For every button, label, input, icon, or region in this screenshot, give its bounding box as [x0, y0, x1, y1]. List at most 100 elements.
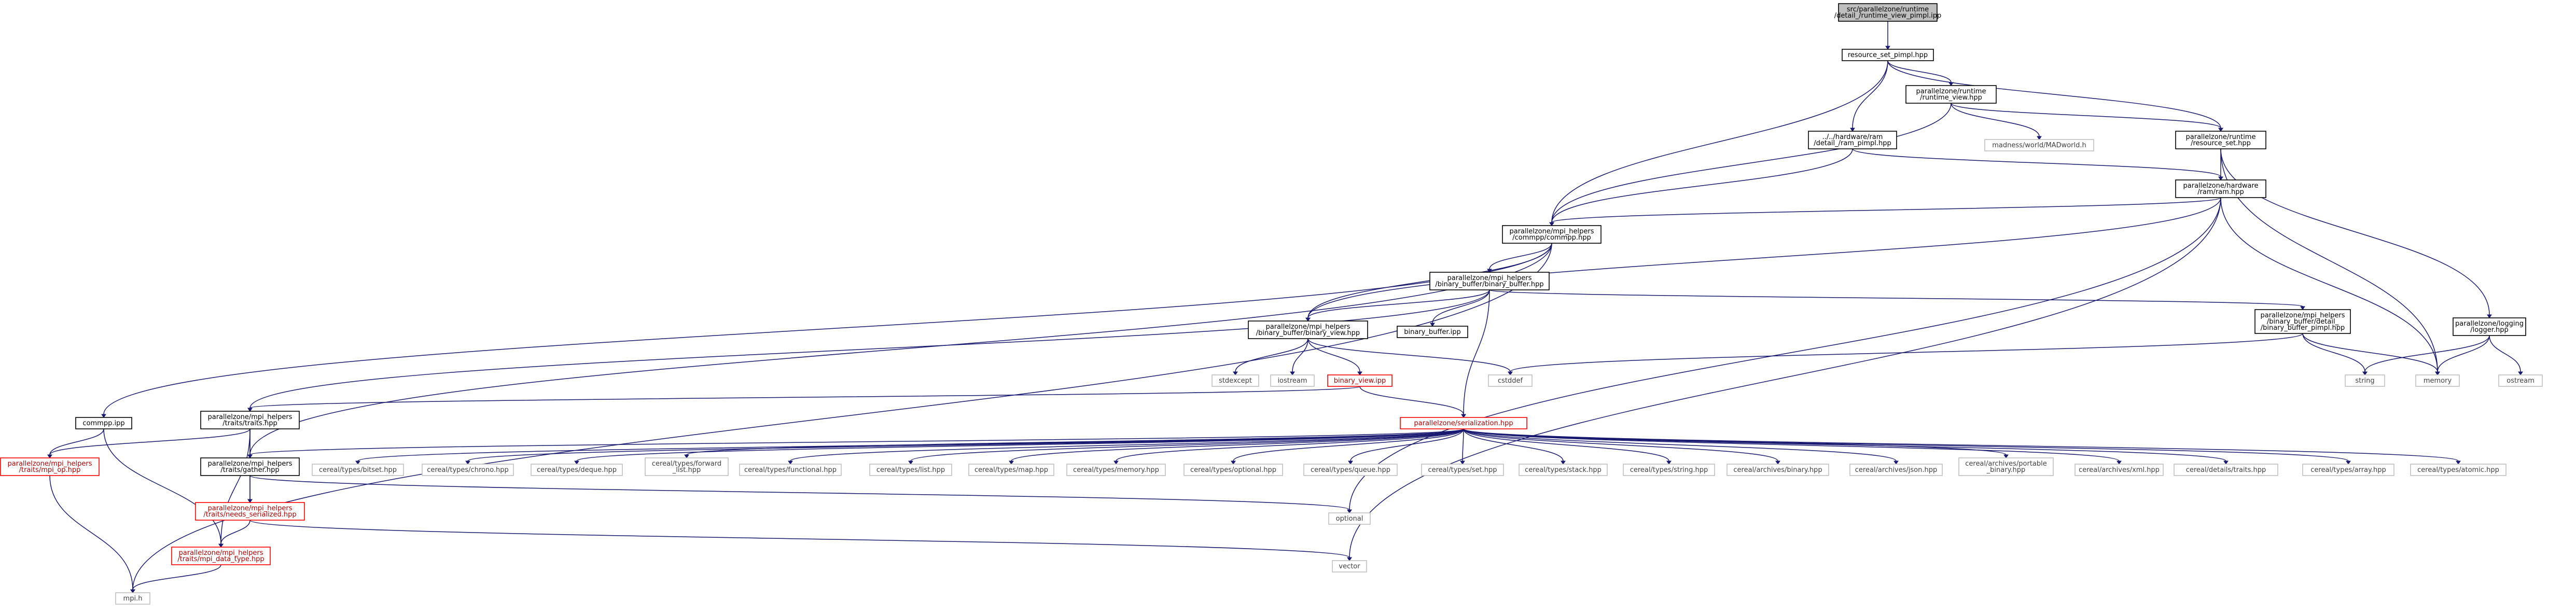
node-mpi-h[interactable]: mpi.h — [115, 592, 150, 605]
edge-gather-to-needs_serialized — [247, 476, 253, 503]
node-box — [422, 464, 514, 476]
node-box — [531, 464, 623, 476]
node-box — [1421, 464, 1504, 476]
node-c-chrono[interactable]: cereal/types/chrono.hpp — [422, 464, 514, 476]
edge-line — [2220, 197, 2438, 372]
edge-resource_set-to-logger — [2220, 148, 2492, 318]
node-c-traits[interactable]: cereal/details/traits.hpp — [2174, 464, 2278, 476]
node-resource-set[interactable]: parallelzone/runtime/resource_set.hpp — [2175, 131, 2266, 149]
node-c-set[interactable]: cereal/types/set.hpp — [1421, 464, 1504, 476]
node-commpp-ipp[interactable]: commpp.ipp — [75, 417, 132, 429]
node-runtime-view[interactable]: parallelzone/runtime/runtime_view.hpp — [1905, 85, 1997, 104]
node-vector[interactable]: vector — [1332, 560, 1367, 573]
edge-line — [1349, 197, 2221, 510]
node-box — [1726, 464, 1829, 476]
node-binary-buffer-ipp[interactable]: binary_buffer.ipp — [1397, 326, 1468, 338]
node-box — [739, 464, 842, 476]
node-c-list[interactable]: cereal/types/list.hpp — [869, 464, 952, 476]
node-label: cereal/archives/portable — [1965, 460, 2047, 468]
edge-serialization-to-c_chrono — [465, 428, 1464, 465]
node-label: optional — [1336, 515, 1363, 523]
node-memory[interactable]: memory — [2415, 374, 2460, 387]
node-c-queue[interactable]: cereal/types/queue.hpp — [1303, 464, 1398, 476]
node-resource-set-pimpl[interactable]: resource_set_pimpl.hpp — [1842, 49, 1934, 61]
node-binary-buffer-pimpl[interactable]: parallelzone/mpi_helpers/binary_buffer/d… — [2254, 309, 2351, 334]
node-commpp[interactable]: parallelzone/mpi_helpers/commpp/commpp.h… — [1502, 225, 1602, 244]
node-box — [1212, 374, 1259, 387]
edge-serialization-to-c_list — [908, 428, 1464, 465]
edge-line — [1489, 289, 2303, 307]
edge-arrowhead — [1305, 317, 1311, 322]
node-c-optional[interactable]: cereal/types/optional.hpp — [1183, 464, 1283, 476]
edge-mpi_data_type-to-mpi_h — [130, 564, 221, 593]
node-box — [195, 502, 305, 521]
node-needs-serialized[interactable]: parallelzone/mpi_helpers/traits/needs_se… — [195, 502, 305, 521]
node-ostream[interactable]: ostream — [2498, 374, 2543, 387]
node-root[interactable]: src/parallelzone/runtime/detail_/runtime… — [1834, 3, 1942, 22]
edge-arrowhead — [1290, 371, 1295, 375]
edge-line — [2489, 335, 2521, 372]
node-iostream[interactable]: iostream — [1270, 374, 1315, 387]
node-label: /commpp/commpp.hpp — [1512, 234, 1591, 242]
edge-line — [1489, 243, 1552, 270]
node-gather[interactable]: parallelzone/mpi_helpers/traits/gather.h… — [200, 457, 300, 476]
node-box — [2498, 374, 2543, 387]
node-c-deque[interactable]: cereal/types/deque.hpp — [531, 464, 623, 476]
node-c-atomic[interactable]: cereal/types/atomic.hpp — [2410, 464, 2507, 476]
node-c-functional[interactable]: cereal/types/functional.hpp — [739, 464, 842, 476]
node-box — [2174, 464, 2278, 476]
node-string[interactable]: string — [2345, 374, 2385, 387]
node-box — [1303, 464, 1398, 476]
node-c-portable[interactable]: cereal/archives/portable_binary.hpp — [1958, 457, 2054, 476]
node-c-array[interactable]: cereal/types/array.hpp — [2302, 464, 2394, 476]
node-label: cereal/types/atomic.hpp — [2417, 466, 2499, 474]
node-stdexcept[interactable]: stdexcept — [1212, 374, 1259, 387]
node-mpi-op[interactable]: parallelzone/mpi_helpers/traits/mpi_op.h… — [0, 457, 100, 476]
edge-arrowhead — [1233, 371, 1238, 375]
node-ram[interactable]: parallelzone/hardware/ram/ram.hpp — [2175, 179, 2266, 198]
edge-arrowhead — [465, 460, 470, 465]
edge-serialization-to-c_deque — [574, 428, 1464, 465]
node-logger[interactable]: parallelzone/logging/logger.hpp — [2453, 317, 2526, 336]
node-c-map[interactable]: cereal/types/map.hpp — [968, 464, 1054, 476]
node-madness[interactable]: madness/world/MADworld.h — [1984, 139, 2094, 151]
node-cstddef[interactable]: cstddef — [1488, 374, 1533, 387]
node-box — [0, 457, 100, 476]
edge-arrowhead — [1347, 557, 1352, 561]
edge-line — [49, 475, 133, 590]
edge-serialization-to-c_atomic — [1463, 428, 2461, 465]
edge-line — [2302, 333, 2365, 372]
node-serialization[interactable]: parallelzone/serialization.hpp — [1400, 417, 1527, 429]
node-c-xml[interactable]: cereal/archives/xml.hpp — [2074, 464, 2164, 476]
node-c-memory[interactable]: cereal/types/memory.hpp — [1066, 464, 1166, 476]
node-label: parallelzone/runtime — [1916, 88, 1986, 95]
edge-ram_pimpl-to-ram — [1852, 148, 2223, 180]
edge-line — [249, 243, 1552, 455]
node-ram-pimpl[interactable]: ../../hardware/ram/detail_/ram_pimpl.hpp — [1808, 131, 1897, 149]
node-c-forward-list[interactable]: cereal/types/forward_list.hpp — [645, 457, 729, 476]
node-optional[interactable]: optional — [1328, 512, 1371, 525]
node-traits[interactable]: parallelzone/mpi_helpers/traits/traits.h… — [200, 411, 300, 429]
edge-arrowhead — [2456, 460, 2461, 465]
edge-arrowhead — [684, 454, 689, 458]
node-box — [1958, 457, 2054, 476]
node-mpi-data-type[interactable]: parallelzone/mpi_helpers/traits/mpi_data… — [171, 547, 271, 565]
edge-logger-to-string — [2362, 335, 2490, 375]
edges-layer — [47, 21, 2523, 593]
node-binary-view[interactable]: parallelzone/mpi_helpers/binary_buffer/b… — [1248, 320, 1368, 339]
edge-arrowhead — [1508, 371, 1513, 375]
node-c-string[interactable]: cereal/types/string.hpp — [1623, 464, 1715, 476]
edge-arrowhead — [247, 454, 253, 458]
edge-line — [1551, 103, 1952, 223]
node-c-json[interactable]: cereal/archives/json.hpp — [1849, 464, 1943, 476]
node-label: cereal/types/deque.hpp — [537, 466, 617, 474]
node-label: _list.hpp — [672, 466, 701, 474]
edge-serialization-to-gather — [247, 428, 1464, 458]
node-binary-view-ipp[interactable]: binary_view.ipp — [1327, 374, 1393, 387]
edge-line — [1011, 428, 1464, 462]
node-c-bitset[interactable]: cereal/types/bitset.hpp — [312, 464, 404, 476]
node-c-binary[interactable]: cereal/archives/binary.hpp — [1726, 464, 1829, 476]
node-c-stack[interactable]: cereal/types/stack.hpp — [1519, 464, 1608, 476]
node-box — [1984, 139, 2094, 151]
node-binary-buffer[interactable]: parallelzone/mpi_helpers/binary_buffer/b… — [1429, 272, 1550, 290]
